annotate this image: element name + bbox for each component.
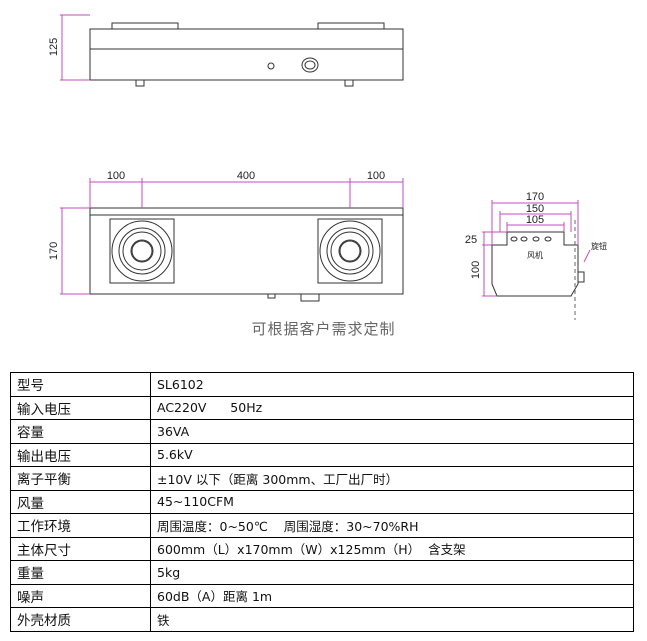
spec-key: 输出电压 bbox=[10, 442, 151, 467]
technical-drawings: 125 100 400 100 bbox=[48, 14, 607, 320]
top-dim-right: 100 bbox=[367, 170, 385, 182]
spec-key: 离子平衡 bbox=[10, 466, 151, 491]
customization-caption: 可根据客户需求定制 bbox=[251, 320, 396, 338]
side-view bbox=[482, 200, 591, 320]
spec-value: AC220V 50Hz bbox=[150, 395, 634, 420]
spec-key: 输入电压 bbox=[10, 395, 151, 420]
top-height-dim: 170 bbox=[48, 242, 60, 260]
table-row: 工作环境周围温度：0~50℃ 周围湿度：30~70%RH bbox=[10, 513, 634, 538]
spec-value: ±10V 以下（距离 300mm、工厂出厂时） bbox=[150, 466, 634, 491]
spec-value: 600mm（L）x170mm（W）x125mm（H） 含支架 bbox=[150, 536, 634, 561]
table-row: 离子平衡±10V 以下（距离 300mm、工厂出厂时） bbox=[10, 466, 634, 491]
table-row: 外壳材质铁 bbox=[10, 607, 634, 632]
spec-key: 外壳材质 bbox=[10, 607, 151, 632]
front-view bbox=[60, 14, 404, 87]
spec-key: 重量 bbox=[10, 560, 151, 585]
spec-key: 噪声 bbox=[10, 583, 151, 608]
spec-key: 风量 bbox=[10, 489, 151, 514]
side-dim-150: 150 bbox=[526, 203, 544, 215]
side-dim-105: 105 bbox=[526, 214, 544, 226]
side-dim-170: 170 bbox=[526, 191, 544, 203]
top-dim-left: 100 bbox=[107, 170, 125, 182]
knob-label: 旋钮 bbox=[591, 241, 607, 251]
spec-key: 型号 bbox=[10, 372, 151, 397]
spec-value: 36VA bbox=[150, 419, 634, 444]
spec-value: SL6102 bbox=[150, 372, 634, 397]
side-dim-100: 100 bbox=[470, 261, 482, 279]
top-dim-middle: 400 bbox=[237, 170, 255, 182]
spec-value: 铁 bbox=[150, 607, 634, 632]
spec-value: 周围温度：0~50℃ 周围湿度：30~70%RH bbox=[150, 513, 634, 538]
spec-key: 主体尺寸 bbox=[10, 536, 151, 561]
spec-value: 45~110CFM bbox=[150, 489, 634, 514]
spec-key: 工作环境 bbox=[10, 513, 151, 538]
spec-value: 5.6kV bbox=[150, 442, 634, 467]
side-dim-25: 25 bbox=[465, 234, 477, 246]
spec-value: 5kg bbox=[150, 560, 634, 585]
spec-key: 容量 bbox=[10, 419, 151, 444]
spec-value: 60dB（A）距离 1m bbox=[150, 583, 634, 608]
front-height-dim: 125 bbox=[48, 38, 60, 56]
fan-label: 风机 bbox=[527, 250, 543, 260]
top-view bbox=[60, 178, 404, 302]
